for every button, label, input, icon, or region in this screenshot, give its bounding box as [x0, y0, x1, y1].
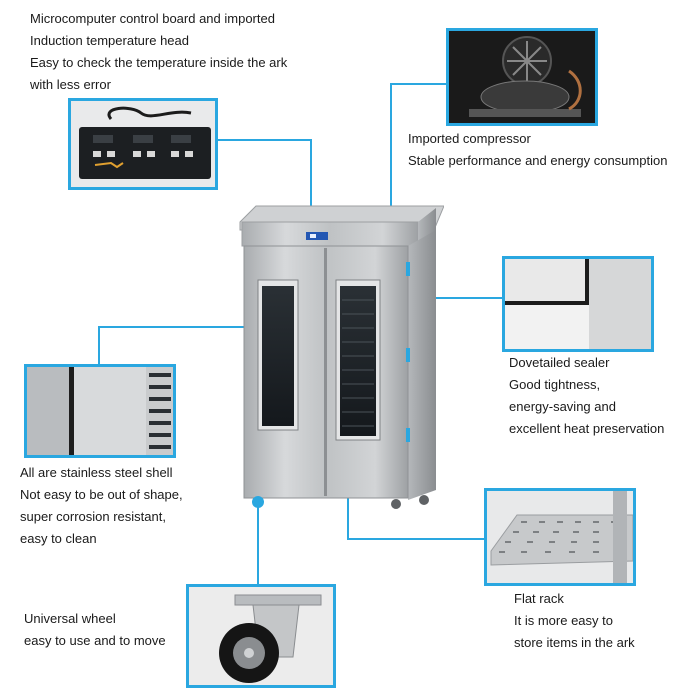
wheel-line-1: Universal wheel	[24, 611, 116, 626]
right-door-window	[340, 286, 376, 436]
shell-seam	[69, 367, 74, 455]
control-board-buttons	[93, 151, 193, 157]
control-board-connector-h	[216, 139, 312, 141]
caster-mount-plate	[234, 594, 322, 606]
caster-wheel-axle	[244, 648, 254, 658]
cabinet-top-side	[418, 208, 436, 246]
sealer-steel-panel	[589, 259, 651, 349]
control-panel-display	[310, 234, 316, 238]
sealer-gasket-vertical	[585, 259, 589, 305]
sealer-inner-edge	[505, 305, 589, 349]
shell-panel-left	[27, 367, 69, 455]
control-board-line-4: with less error	[30, 77, 111, 92]
control-board-display-1	[93, 135, 113, 143]
rack-line-1: Flat rack	[514, 591, 564, 606]
cabinet-top-front	[241, 221, 419, 247]
sensor-cable	[107, 106, 192, 120]
shell-line-4: easy to clean	[20, 531, 97, 546]
compressor-photo	[446, 28, 598, 126]
sealer-caption: Dovetailed sealer Good tightness, energy…	[509, 352, 664, 440]
rack-caption: Flat rack It is more easy to store items…	[514, 588, 635, 654]
sealer-gasket-horizontal	[505, 301, 589, 305]
compressor-connector-v	[390, 83, 392, 213]
sealer-line-1: Dovetailed sealer	[509, 355, 610, 370]
side-hinge-low	[406, 428, 410, 442]
control-board-line-3: Easy to check the temperature inside the…	[30, 55, 288, 70]
rack-line-3: store items in the ark	[514, 635, 635, 650]
wheel-connector-v	[257, 474, 259, 586]
control-board-line-1: Microcomputer control board and imported	[30, 11, 275, 26]
rack-line-2: It is more easy to	[514, 613, 613, 628]
shell-caption: All are stainless steel shell Not easy t…	[20, 462, 183, 550]
side-hinge-mid	[406, 348, 410, 362]
shell-shelf-slots	[149, 373, 171, 449]
cabinet-wheel-front-left	[252, 496, 264, 508]
sealer-line-4: excellent heat preservation	[509, 421, 665, 436]
proofer-cabinet	[239, 205, 444, 509]
left-door-window	[262, 286, 294, 426]
shell-connector-h	[98, 326, 282, 328]
wheel-caption: Universal wheel easy to use and to move	[24, 608, 166, 652]
door-divider	[324, 248, 327, 496]
shell-photo	[24, 364, 176, 458]
cabinet-wheel-back	[419, 495, 429, 505]
control-board-caption: Microcomputer control board and imported…	[30, 8, 287, 96]
compressor-pipe	[568, 69, 582, 111]
shell-line-1: All are stainless steel shell	[20, 465, 173, 480]
compressor-caption: Imported compressor Stable performance a…	[408, 128, 667, 172]
wheel-photo	[186, 584, 336, 688]
compressor-line-1: Imported compressor	[408, 131, 531, 146]
side-hinge-top	[406, 262, 410, 276]
cabinet-side-panel	[408, 230, 436, 500]
compressor-line-2: Stable performance and energy consumptio…	[408, 153, 668, 168]
rack-photo	[484, 488, 636, 586]
compressor-base	[469, 109, 581, 117]
sealer-photo	[502, 256, 654, 352]
control-panel	[306, 232, 328, 240]
rack-side-rail	[613, 491, 627, 583]
shell-panel-center	[74, 367, 146, 455]
fan-blades	[507, 41, 547, 81]
cabinet-wheel-front-right	[391, 499, 401, 509]
control-board-display-3	[171, 135, 191, 143]
shell-line-2: Not easy to be out of shape,	[20, 487, 183, 502]
compressor-connector-h	[390, 83, 448, 85]
shell-line-3: super corrosion resistant,	[20, 509, 166, 524]
rack-connector-h	[347, 538, 487, 540]
shell-connector-v	[98, 326, 100, 366]
rack-shelves	[342, 299, 374, 427]
control-board-line-2: Induction temperature head	[30, 33, 189, 48]
control-board-photo	[68, 98, 218, 190]
control-board-display-2	[133, 135, 153, 143]
compressor-body	[480, 80, 570, 114]
control-board-indicator	[94, 161, 124, 169]
sealer-line-3: energy-saving and	[509, 399, 616, 414]
sealer-line-2: Good tightness,	[509, 377, 601, 392]
control-board-connector-v	[310, 139, 312, 237]
wheel-line-2: easy to use and to move	[24, 633, 166, 648]
